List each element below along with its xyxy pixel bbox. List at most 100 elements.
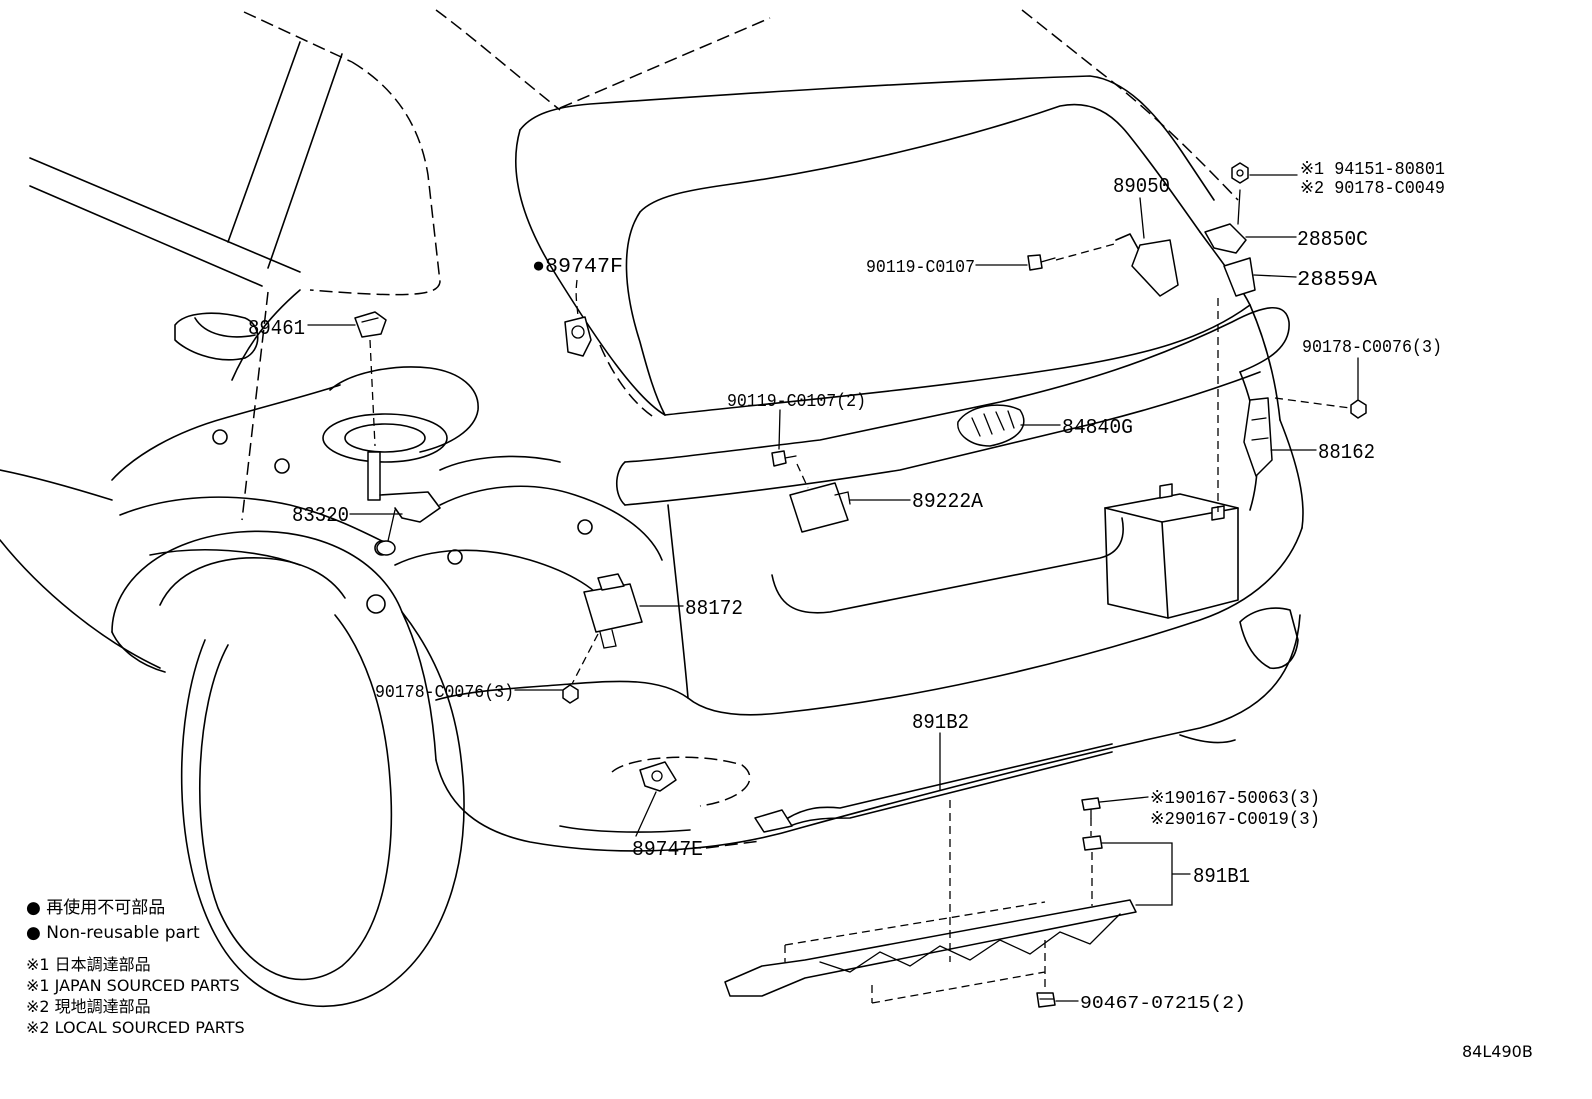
sender-stem xyxy=(367,451,381,501)
spare-tire-well-inner xyxy=(344,423,426,453)
part-89222a-module xyxy=(789,482,851,533)
battery xyxy=(1104,483,1239,619)
label-89050: 89050 xyxy=(1113,176,1170,199)
label-84840g: 84840G xyxy=(1062,417,1133,440)
label-89747e: 89747E xyxy=(632,839,703,862)
legend-local-sourced-en: ※2 LOCAL SOURCED PARTS xyxy=(26,1018,245,1037)
bolt-90119-c0107-2 xyxy=(771,450,787,467)
sender-wire xyxy=(379,491,441,523)
back-glass-bottom-line xyxy=(664,304,1251,416)
part-94151-nut xyxy=(1231,162,1249,184)
leader-28859a xyxy=(1253,274,1297,278)
bumper-left-top-line xyxy=(435,680,689,701)
cable-line-lower xyxy=(789,751,1113,827)
legend-non-reusable-en: ● Non-reusable part xyxy=(26,923,200,943)
garnish-left-end xyxy=(615,461,626,506)
rail-body xyxy=(724,899,1137,997)
battery-terminal xyxy=(1159,483,1173,499)
part-89747e-sensor xyxy=(639,761,677,792)
sensor-face xyxy=(651,770,663,782)
unit-connector xyxy=(599,629,617,649)
pillar-phantom-line xyxy=(241,291,269,521)
connection-line xyxy=(571,633,599,685)
c-pillar-phantom-line xyxy=(309,61,441,296)
battery-body xyxy=(1104,493,1239,619)
bolt-shaft xyxy=(1040,257,1056,263)
rail-envelope-line xyxy=(784,901,1046,946)
illustration-code: 84L490B xyxy=(1462,1042,1533,1061)
wheel-inner xyxy=(199,614,393,981)
label-94151-80801: ※1 94151-80801 xyxy=(1300,160,1445,180)
label-90119-c0107: 90119-C0107 xyxy=(866,258,975,278)
body-side-upper-line xyxy=(0,469,113,501)
legend-non-reusable-jp: ● 再使用不可部品 xyxy=(26,897,165,918)
bracket-detail xyxy=(1251,417,1269,441)
sensor-detail xyxy=(361,317,379,323)
tailgate-left-edge xyxy=(514,129,666,416)
sensor-body xyxy=(564,316,592,357)
lamp-body xyxy=(957,404,1025,447)
roof-edge-phantom-line xyxy=(559,17,771,109)
label-83320: 83320 xyxy=(292,505,349,528)
nut-hole xyxy=(1236,169,1244,177)
label-891b2: 891B2 xyxy=(912,712,969,735)
spare-tire-well-outer xyxy=(322,413,448,463)
bolt-90467-07215 xyxy=(1036,992,1056,1008)
tailgate-panel-left-line xyxy=(667,504,689,699)
roof-phantom-line xyxy=(243,11,353,63)
leader-lines xyxy=(307,174,1359,1002)
battery-corner-edge xyxy=(1161,521,1169,619)
part-89050-unit xyxy=(1115,233,1179,297)
label-90467-07215: 90467-07215(2) xyxy=(1080,994,1246,1014)
fender-arch-inner xyxy=(159,557,346,606)
d-pillar-left-line xyxy=(227,41,301,243)
garnish-bottom-line xyxy=(624,371,1261,506)
connection-line xyxy=(796,463,809,489)
fuel-lid-inner-line xyxy=(194,317,256,338)
tailgate-right-edge xyxy=(1249,304,1281,421)
part-88172-unit xyxy=(583,573,643,649)
nut-hex xyxy=(1231,162,1249,184)
quarter-window-upper-line xyxy=(29,157,301,273)
legend-japan-sourced-jp: ※1 日本調達部品 xyxy=(26,955,151,974)
part-89461-sensor xyxy=(354,311,387,338)
connection-line xyxy=(1055,242,1119,261)
sender-float-arm xyxy=(387,509,396,542)
part-88162-bracket xyxy=(1243,397,1273,477)
d-pillar-right-line xyxy=(267,53,343,269)
roof-spoiler-line xyxy=(519,75,1215,201)
bolt-shaft xyxy=(784,455,797,459)
floor-mid-line xyxy=(119,496,391,546)
label-88172: 88172 xyxy=(685,598,743,621)
nut-90178-c0076-left xyxy=(562,684,579,704)
floor-right-line xyxy=(439,485,663,561)
clip-90167-50063 xyxy=(1081,797,1101,811)
module-connector xyxy=(834,491,851,505)
c-pillar-lower-line xyxy=(231,289,301,381)
rear-corner-line xyxy=(1279,419,1304,529)
clip-90167-c0019 xyxy=(1082,835,1103,851)
floor-bolt-hole xyxy=(274,458,290,474)
sensor-body xyxy=(639,761,677,792)
label-90178-c0076-right: 90178-C0076(3) xyxy=(1302,338,1442,358)
lower-valance-line xyxy=(559,825,691,833)
bumper-sensor-phantom-outline xyxy=(611,756,751,807)
module-body xyxy=(789,482,849,533)
floor-bolt-hole xyxy=(447,549,463,565)
leader-90119-c0107-2 xyxy=(778,409,781,450)
connection-lines xyxy=(369,242,1351,1004)
part-89747f-sensor xyxy=(564,316,592,357)
floor-bolt-hole xyxy=(212,429,228,445)
label-89222a: 89222A xyxy=(912,491,983,514)
quarter-window-lower-line xyxy=(29,185,263,287)
back-glass-top-line xyxy=(639,103,1201,233)
wheel-well-lower-line xyxy=(111,631,166,673)
label-90167-c0019: ※290167-C0019(3) xyxy=(1150,810,1320,830)
label-90167-50063: ※190167-50063(3) xyxy=(1150,789,1320,809)
body-side-lower-line xyxy=(0,539,161,669)
unit-top xyxy=(597,573,625,591)
back-glass-left-edge xyxy=(625,211,666,416)
garnish-top-line xyxy=(624,307,1290,463)
part-labels: ※1 94151-80801 ※2 90178-C0049 89050 2885… xyxy=(248,160,1445,1014)
bracket-stud xyxy=(1237,189,1241,225)
